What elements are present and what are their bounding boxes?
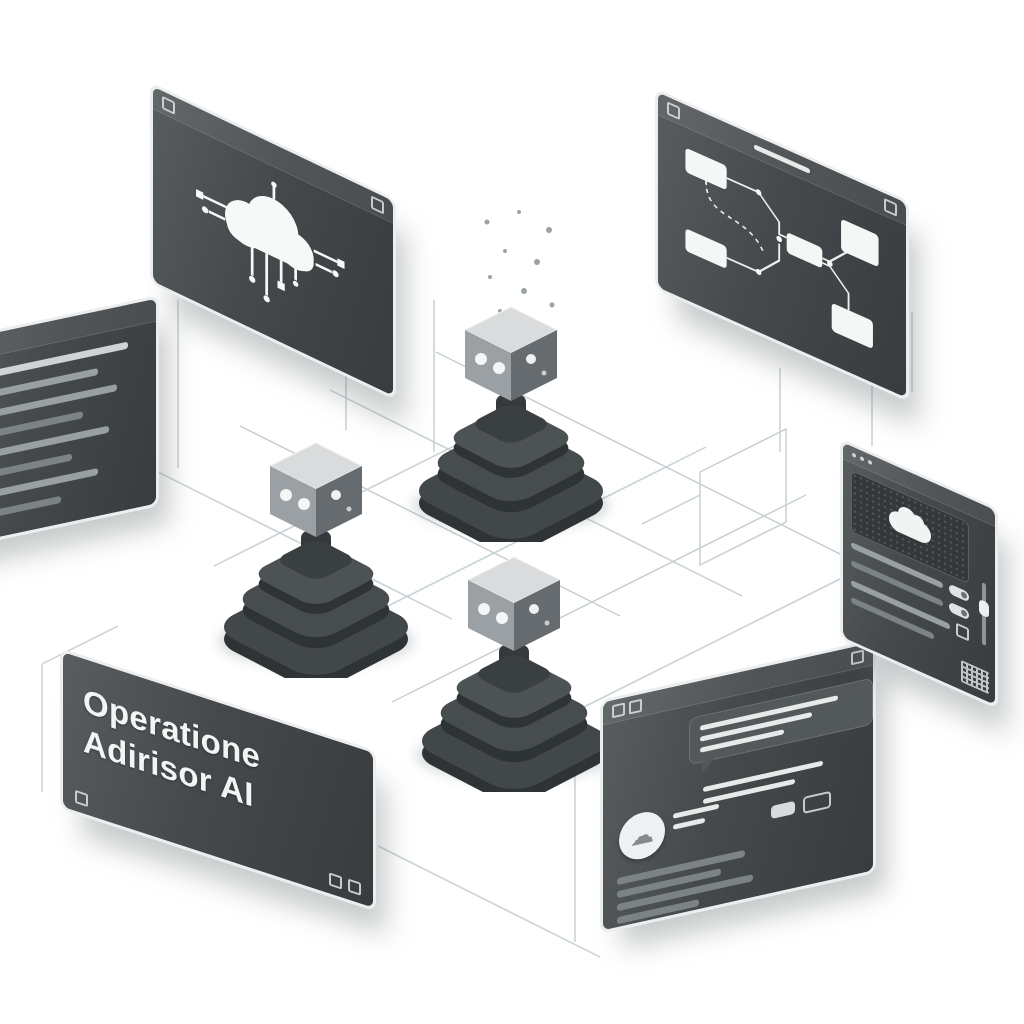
assistant-chat-panel: ☁ [600, 638, 876, 934]
cloud-icon: ☁ [630, 819, 654, 852]
window-control-icon [667, 100, 680, 120]
cloud-circuit-icon [196, 181, 345, 303]
button-pill-icon [771, 800, 795, 820]
assistant-avatar: ☁ [619, 807, 665, 864]
checkbox-icon [956, 622, 969, 642]
button-pill-icon [803, 790, 831, 814]
slider-knob-icon [979, 598, 989, 619]
text-line-placeholder [673, 817, 705, 830]
window-control-icon [75, 789, 88, 808]
slider-track [979, 582, 989, 647]
text-line-placeholder [673, 803, 719, 819]
log-list-panel [0, 295, 159, 554]
qr-block-icon [961, 659, 989, 695]
window-control-icon [851, 648, 864, 665]
flow-diagram-icon [685, 148, 879, 348]
flow-diagram-panel [655, 88, 909, 403]
text-line-placeholder [703, 778, 795, 805]
window-control-icon [371, 194, 384, 215]
cloud-blob-icon [889, 507, 931, 547]
text-line-placeholder [700, 729, 784, 753]
window-control-icon [868, 459, 872, 466]
window-control-icon [348, 878, 361, 896]
brand-title: Operatione Adirisor AI [83, 681, 261, 815]
cloud-window-panel [150, 82, 396, 401]
window-control-icon [329, 872, 342, 890]
window-control-icon [629, 698, 642, 715]
brand-panel: Operatione Adirisor AI [60, 648, 376, 912]
text-line-placeholder [0, 495, 61, 523]
window-control-icon [860, 455, 864, 462]
window-control-icon [162, 95, 175, 115]
window-control-icon [612, 701, 625, 718]
window-control-icon [884, 197, 897, 217]
toggle-pill-icon [949, 601, 969, 621]
window-control-icon [852, 452, 856, 459]
toggle-pill-icon [949, 583, 969, 603]
robot-cube-bot-front [394, 552, 634, 792]
